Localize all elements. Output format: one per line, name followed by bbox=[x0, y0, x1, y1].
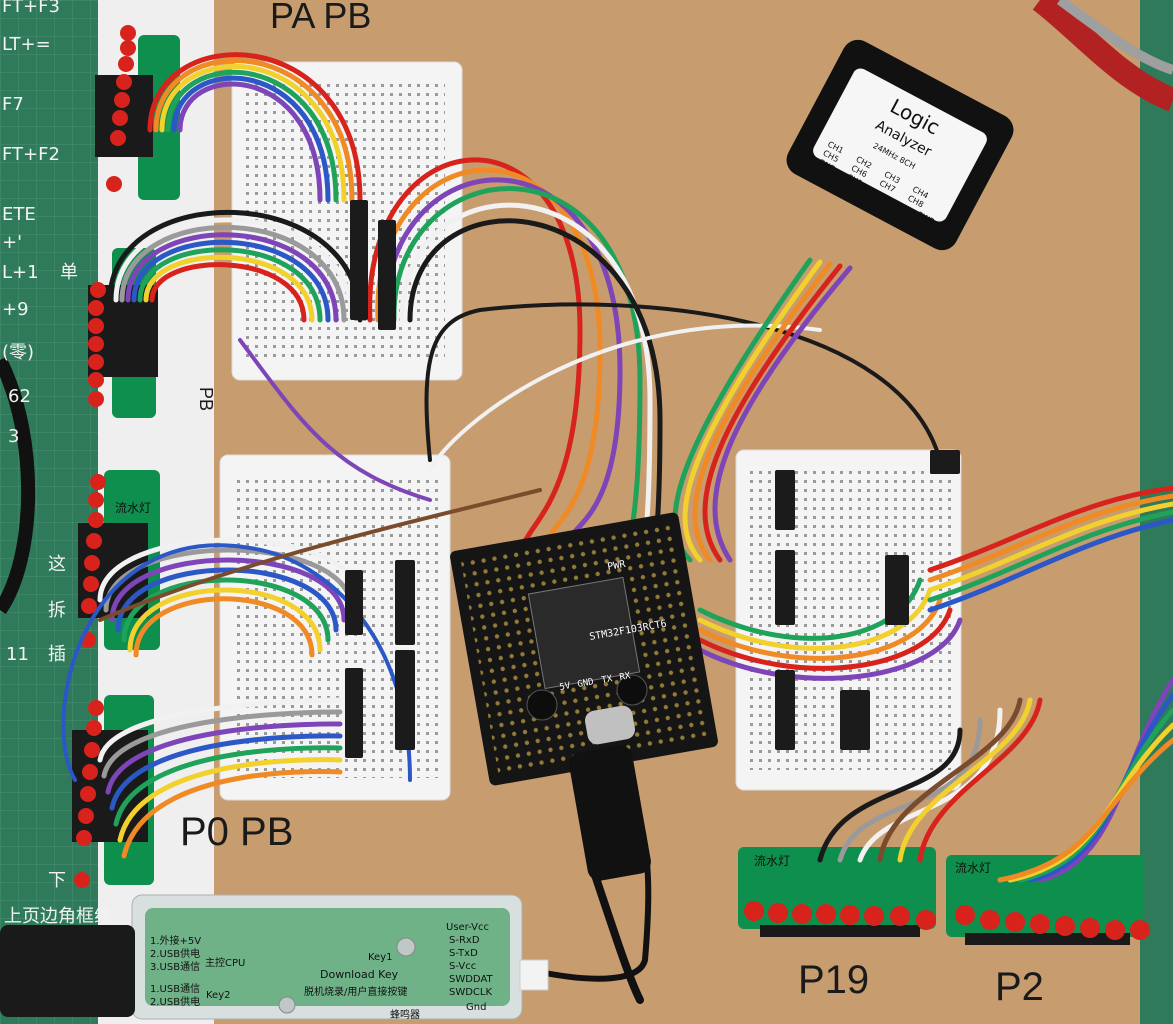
programmer-mid-text-5: 脱机烧录/用户直接按键 bbox=[304, 985, 407, 998]
led-board-bottom-right-label: 流水灯 bbox=[955, 861, 991, 875]
headers bbox=[345, 200, 960, 758]
programmer-right-text-1: User-Vcc bbox=[446, 922, 489, 933]
programmer-mid-text-2: Key2 bbox=[206, 990, 231, 1001]
programmer-left-text-2: 2.USB供电 bbox=[150, 947, 200, 960]
svg-text:3: 3 bbox=[8, 426, 19, 447]
mcu-gnd-label: GND bbox=[577, 677, 595, 690]
led-board-bottom-middle-label: 流水灯 bbox=[754, 854, 790, 868]
label-pb-small: PB bbox=[196, 387, 216, 411]
svg-text:插: 插 bbox=[48, 644, 66, 665]
svg-text:下: 下 bbox=[48, 870, 66, 891]
label-p19: P19 bbox=[798, 958, 869, 1002]
label-p2: P2 bbox=[995, 965, 1044, 1009]
svg-text:F7: F7 bbox=[2, 94, 24, 115]
svg-text:+': +' bbox=[2, 232, 22, 253]
mcu-rx-label: RX bbox=[619, 671, 632, 683]
led-board-3-label: 流水灯 bbox=[115, 501, 151, 515]
programmer-left-text-5: 2.USB供电 bbox=[150, 995, 200, 1008]
programmer-mid-text-4: Download Key bbox=[320, 968, 399, 981]
mcu-tx-label: TX bbox=[601, 674, 614, 686]
svg-text:ETE: ETE bbox=[2, 204, 36, 225]
programmer-mid-text-3: Key1 bbox=[368, 952, 393, 963]
programmer-bottom-text: 蜂鸣器 bbox=[390, 1008, 420, 1021]
led-array bbox=[74, 25, 1150, 940]
svg-text:拆: 拆 bbox=[48, 600, 66, 621]
mcu-board: STM32F103RCT6 PWR 5V GND TX RX bbox=[450, 512, 718, 881]
led-board-bottom-middle: 流水灯 bbox=[738, 847, 936, 937]
cutting-mat-text: FT+F3 LT+= F7 FT+F2 ETE +' L+1 单 +9 (零) … bbox=[2, 0, 112, 927]
programmer-right-text-5: SWDDAT bbox=[449, 974, 494, 985]
programmer-left-text-1: 1.外接+5V bbox=[150, 934, 201, 947]
svg-text:(零): (零) bbox=[2, 342, 34, 363]
mcu-pwr-label: PWR bbox=[607, 559, 628, 573]
programmer-mid-text-1: 主控CPU bbox=[205, 956, 245, 969]
svg-text:L+1: L+1 bbox=[2, 262, 39, 283]
svg-text:这: 这 bbox=[48, 554, 66, 575]
programmer-right-text-2: S-RxD bbox=[449, 935, 480, 946]
svg-text:单: 单 bbox=[60, 262, 78, 283]
programmer-left-text-3: 3.USB通信 bbox=[150, 961, 200, 973]
programmer-adapter: 1.外接+5V 2.USB供电 3.USB通信 1.USB通信 2.USB供电 … bbox=[0, 894, 549, 1021]
key2-button bbox=[278, 996, 296, 1014]
key1-button bbox=[396, 937, 416, 957]
programmer-right-text-4: S-Vcc bbox=[449, 961, 476, 972]
svg-text:11: 11 bbox=[6, 644, 29, 665]
programmer-right-text-6: SWDCLK bbox=[449, 987, 492, 998]
programmer-left-text-4: 1.USB通信 bbox=[150, 983, 200, 995]
logic-analyzer: Logic Analyzer 24MHz 8CH CH1 CH2 CH3 CH4… bbox=[786, 39, 1014, 251]
svg-text:上页边角框线: 上页边角框线 bbox=[4, 906, 112, 927]
svg-text:+9: +9 bbox=[2, 299, 29, 320]
pliers-red bbox=[1032, 0, 1173, 112]
svg-text:FT+F3: FT+F3 bbox=[2, 0, 60, 17]
svg-text:62: 62 bbox=[8, 386, 31, 407]
label-p0-pb: P0 PB bbox=[180, 810, 293, 854]
svg-text:LT+=: LT+= bbox=[2, 34, 51, 55]
programmer-right-text-3: S-TxD bbox=[449, 948, 478, 959]
programmer-right-text-7: Gnd bbox=[466, 1002, 486, 1013]
mcu-5v-label: 5V bbox=[559, 681, 572, 693]
svg-text:FT+F2: FT+F2 bbox=[2, 144, 60, 165]
wiring bbox=[61, 52, 1173, 1004]
label-pa-pb: PA PB bbox=[270, 0, 371, 36]
